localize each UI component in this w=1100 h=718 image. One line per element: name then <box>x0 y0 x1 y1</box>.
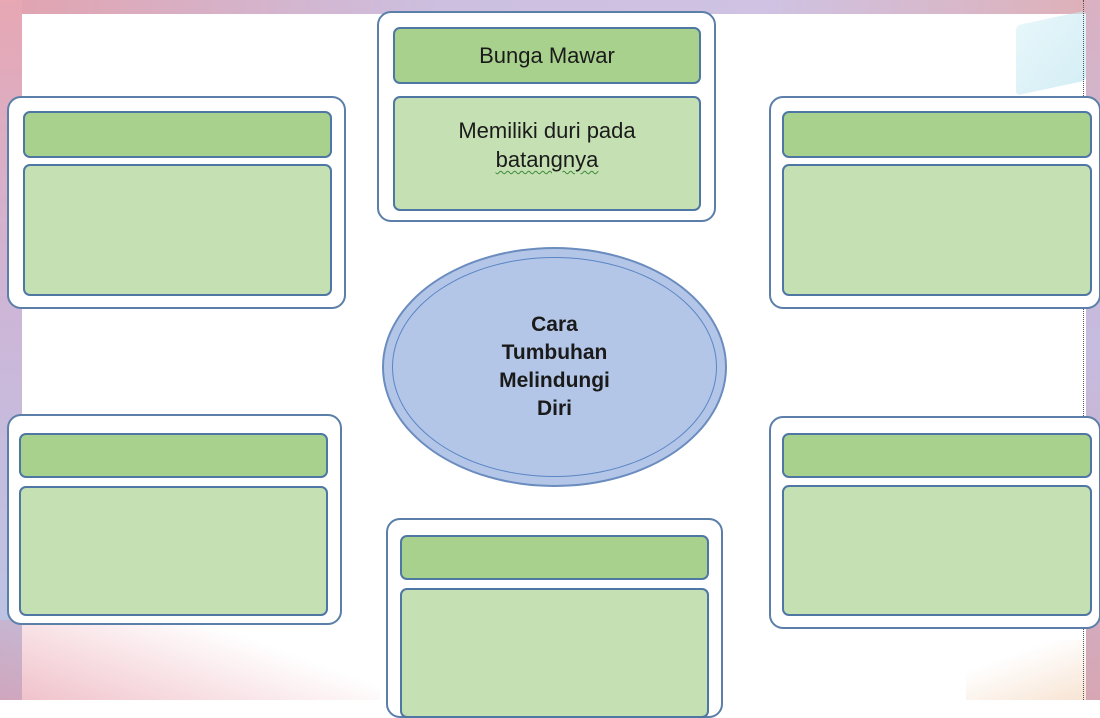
box-bottom-left-text[interactable] <box>19 486 328 616</box>
box-top-right-text[interactable] <box>782 164 1092 296</box>
box-top: Bunga Mawar Memiliki duri pada batangnya <box>377 11 716 222</box>
box-bottom-text[interactable] <box>400 588 709 718</box>
box-top-text[interactable]: Memiliki duri pada batangnya <box>393 96 701 211</box>
box-top-left-title[interactable] <box>23 111 332 158</box>
background-decoration-bottom-right <box>966 640 1086 700</box>
box-top-right <box>769 96 1100 309</box>
box-top-text-line1: Memiliki duri pada <box>458 118 636 143</box>
background-border-top <box>0 0 1100 14</box>
box-bottom <box>386 518 723 718</box>
box-bottom-right <box>769 416 1100 629</box>
box-bottom-title[interactable] <box>400 535 709 580</box>
box-bottom-left <box>7 414 342 625</box>
box-bottom-right-title[interactable] <box>782 433 1092 478</box>
box-bottom-left-title[interactable] <box>19 433 328 478</box>
center-topic-ellipse: Cara Tumbuhan Melindungi Diri <box>382 247 727 487</box>
box-top-title[interactable]: Bunga Mawar <box>393 27 701 84</box>
center-topic-inner-ring <box>392 257 717 477</box>
background-decoration-bottom-left <box>0 620 380 700</box>
page-margin-divider <box>1083 0 1084 700</box>
box-top-left-text[interactable] <box>23 164 332 296</box>
box-top-left <box>7 96 346 309</box>
box-top-text-line2: batangnya <box>495 147 599 173</box>
center-topic-label: Cara Tumbuhan Melindungi Diri <box>499 313 610 420</box>
box-bottom-right-text[interactable] <box>782 485 1092 616</box>
background-book-illustration <box>1016 10 1086 96</box>
box-top-right-title[interactable] <box>782 111 1092 158</box>
